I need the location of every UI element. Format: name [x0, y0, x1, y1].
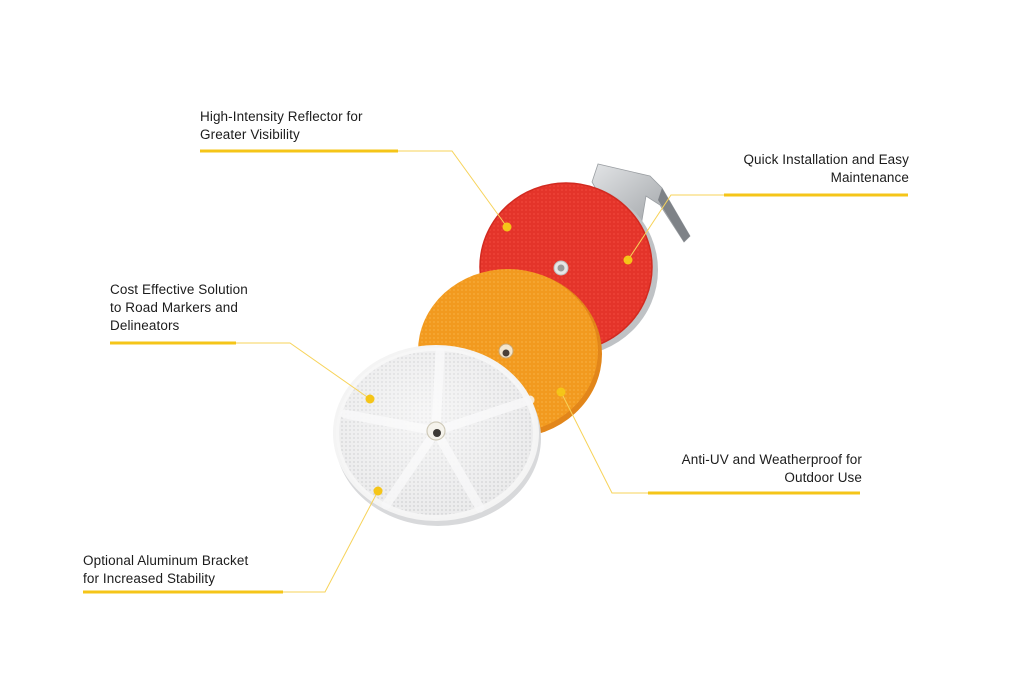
feature-label-anti-uv: Anti-UV and Weatherproof for Outdoor Use: [681, 452, 862, 485]
leader-cost-effective: [110, 341, 375, 404]
leader-aluminum-bracket: [83, 486, 383, 594]
callout-dot: [365, 394, 375, 404]
feature-label-cost-effective: Cost Effective Solution to Road Markers …: [110, 282, 248, 333]
leader-high-intensity: [200, 149, 512, 232]
callout-dot: [502, 222, 512, 232]
callout-dot: [373, 486, 383, 496]
leader-quick-installation: [623, 193, 908, 265]
callout-dot: [623, 255, 633, 265]
white-reflector: [333, 345, 541, 526]
leader-anti-uv: [556, 387, 860, 495]
feature-label-quick-installation: Quick Installation and Easy Maintenance: [743, 152, 909, 185]
callout-dot: [556, 387, 566, 397]
feature-label-aluminum-bracket: Optional Aluminum Bracket for Increased …: [83, 553, 249, 586]
feature-label-high-intensity: High-Intensity Reflector for Greater Vis…: [200, 109, 363, 142]
